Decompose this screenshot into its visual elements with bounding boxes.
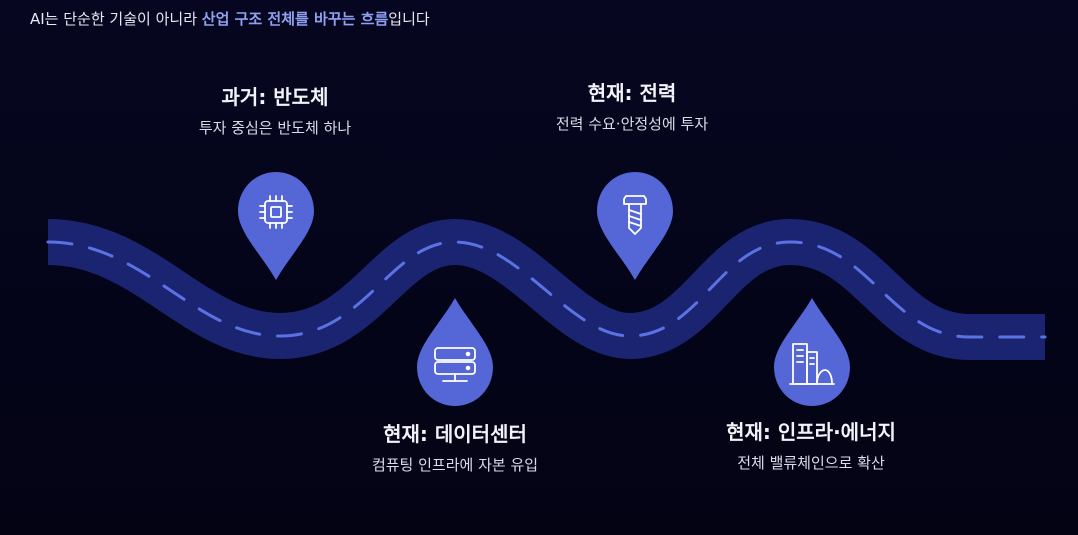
stage-title: 과거: 반도체 xyxy=(221,85,329,109)
bolt-icon xyxy=(623,195,647,235)
pin-semiconductor xyxy=(238,172,314,280)
stage-title: 현재: 인프라·에너지 xyxy=(726,420,896,444)
stage-description: 전체 밸류체인으로 확산 xyxy=(737,454,885,472)
pin-datacenter xyxy=(417,298,493,406)
stage-title: 현재: 전력 xyxy=(587,81,677,105)
headline-highlight: 산업 구조 전체를 바꾸는 흐름 xyxy=(201,10,389,28)
stage-infra-energy: 현재: 인프라·에너지 전체 밸류체인으로 확산 xyxy=(725,419,897,474)
stage-power: 현재: 전력 전력 수요·안정성에 투자 xyxy=(532,80,732,135)
headline-suffix: 입니다 xyxy=(388,10,430,28)
headline: AI는 단순한 기술이 아니라 산업 구조 전체를 바꾸는 흐름입니다 xyxy=(30,8,430,29)
stage-description: 전력 수요·안정성에 투자 xyxy=(555,115,709,133)
headline-prefix: AI는 단순한 기술이 아니라 xyxy=(30,10,202,28)
server-icon xyxy=(434,347,476,382)
stage-title: 현재: 데이터센터 xyxy=(383,422,527,446)
stage-semiconductor: 과거: 반도체 투자 중심은 반도체 하나 xyxy=(175,84,375,139)
pin-power xyxy=(597,172,673,280)
stage-description: 컴퓨팅 인프라에 자본 유입 xyxy=(371,456,539,474)
chip-icon xyxy=(259,195,293,229)
pin-infra-energy xyxy=(774,298,850,406)
road-center-dash xyxy=(46,240,1047,339)
building-icon xyxy=(789,343,835,385)
stage-datacenter: 현재: 데이터센터 컴퓨팅 인프라에 자본 유입 xyxy=(355,421,555,476)
stage-description: 투자 중심은 반도체 하나 xyxy=(198,119,352,137)
